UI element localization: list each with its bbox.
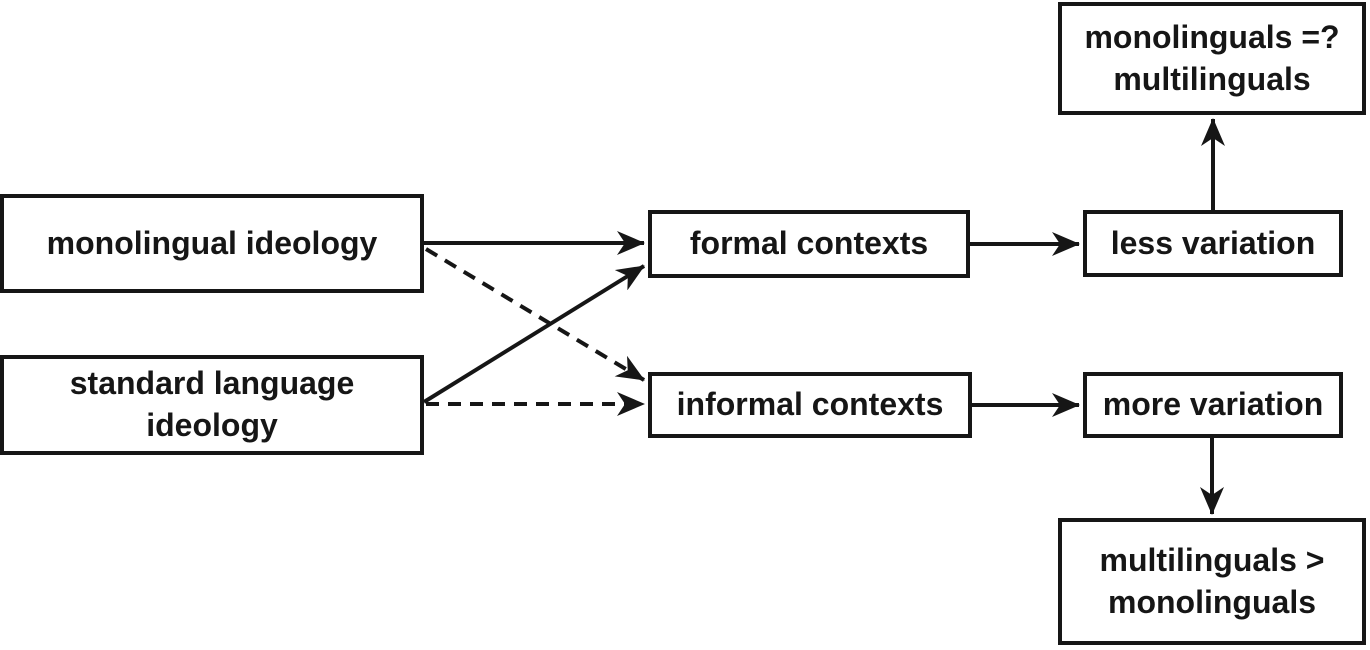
node-label: more variation <box>1102 386 1324 423</box>
node-label: multilinguals > monolinguals <box>1099 541 1325 620</box>
node-more-variation: more variation <box>1083 372 1343 438</box>
edge-monolingual-to-informal <box>424 247 646 382</box>
node-standard-language-ideology: standard language ideology <box>0 355 424 455</box>
edge-standard-to-formal <box>422 264 646 404</box>
node-multilinguals-gt-monolinguals: multilinguals > monolinguals <box>1058 518 1366 645</box>
node-label: monolinguals =? multilinguals <box>1084 18 1340 97</box>
node-label: less variation <box>1110 224 1316 261</box>
node-label: formal contexts <box>689 225 929 262</box>
node-label: standard language ideology <box>69 365 355 443</box>
node-monolingual-ideology: monolingual ideology <box>0 194 424 293</box>
node-monolinguals-eq-multilinguals: monolinguals =? multilinguals <box>1058 2 1366 115</box>
node-less-variation: less variation <box>1083 210 1343 277</box>
node-label: informal contexts <box>676 386 944 423</box>
node-formal-contexts: formal contexts <box>648 210 970 278</box>
node-informal-contexts: informal contexts <box>648 372 972 438</box>
node-label: monolingual ideology <box>46 224 378 261</box>
